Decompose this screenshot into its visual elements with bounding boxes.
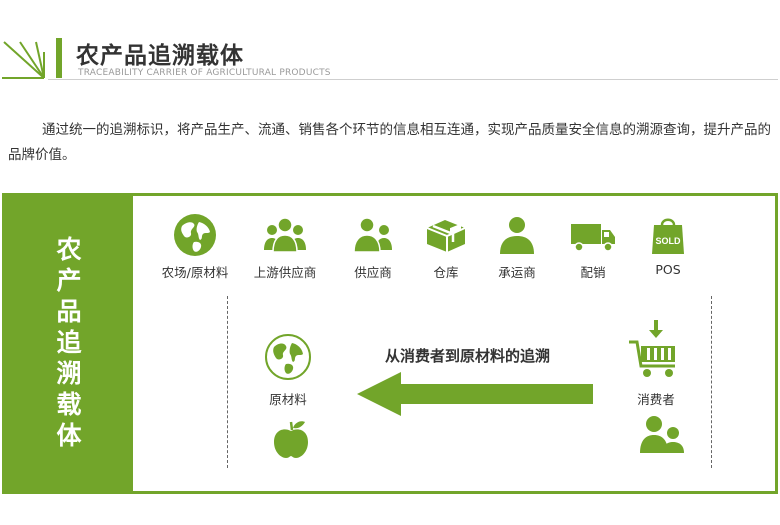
- apple-icon: [274, 421, 308, 458]
- shopping-cart-icon: [629, 320, 675, 377]
- title-accent-bar: [56, 38, 62, 78]
- intro-paragraph: 通过统一的追溯标识，将产品生产、流通、销售各个环节的信息相互连通，实现产品质量安…: [8, 122, 771, 163]
- people-group-icon: [353, 217, 392, 253]
- bag-sold-text: SOLD: [655, 236, 681, 246]
- side-char: 溯: [56, 359, 82, 388]
- chain-step-label: 供应商: [354, 265, 392, 280]
- page-subtitle: TRACEABILITY CARRIER OF AGRICULTURAL PRO…: [78, 68, 331, 78]
- truck-icon: [571, 224, 615, 252]
- chain-step-label: POS: [655, 262, 681, 277]
- chain-step-label: 农场/原材料: [161, 265, 229, 280]
- chain-step-label: 仓库: [433, 265, 459, 280]
- chain-step-warehouse: 仓库: [403, 212, 489, 281]
- side-char: 产: [56, 266, 82, 295]
- chain-step-distribution: 配销: [550, 212, 636, 281]
- person-icon: [500, 217, 534, 254]
- consumers-icon: [640, 416, 684, 453]
- side-char: 体: [56, 421, 82, 450]
- box-icon: [426, 220, 466, 252]
- side-title: 农 产 品 追 溯 载 体: [5, 234, 133, 451]
- globe-icon: [174, 214, 216, 256]
- people-group-icon: [264, 217, 306, 253]
- raw-material-label: 原材料: [269, 392, 307, 407]
- consumer-label: 消费者: [637, 392, 675, 407]
- globe-outline-icon: [265, 334, 311, 380]
- shopping-bag-icon: SOLD: [652, 218, 684, 254]
- chain-step-label: 配销: [580, 265, 606, 280]
- side-title-block: 农 产 品 追 溯 载 体: [5, 196, 133, 491]
- side-char: 载: [56, 390, 82, 419]
- page-title: 农产品追溯载体: [76, 43, 244, 69]
- dashed-guide-right: [711, 296, 712, 468]
- arrow-left-icon: [357, 372, 593, 416]
- chain-step-carrier: 承运商: [474, 212, 560, 281]
- chain-step-label: 承运商: [498, 265, 536, 280]
- side-char: 追: [56, 328, 82, 357]
- traceability-panel: 农 产 品 追 溯 载 体 农场/原材料: [2, 193, 778, 494]
- side-char: 农: [56, 235, 82, 264]
- chain-step-farm: 农场/原材料: [152, 212, 238, 281]
- dashed-guide-left: [227, 296, 228, 468]
- header-divider: [48, 79, 778, 80]
- chain-step-upstream-supplier: 上游供应商: [242, 212, 328, 281]
- chain-step-pos: SOLD POS: [625, 212, 711, 277]
- chain-step-label: 上游供应商: [253, 265, 317, 280]
- logo-mark-icon: [2, 41, 45, 79]
- trace-arrow-label: 从消费者到原材料的追溯: [385, 347, 551, 365]
- side-char: 品: [56, 297, 82, 326]
- chain-step-supplier: 供应商: [330, 212, 416, 281]
